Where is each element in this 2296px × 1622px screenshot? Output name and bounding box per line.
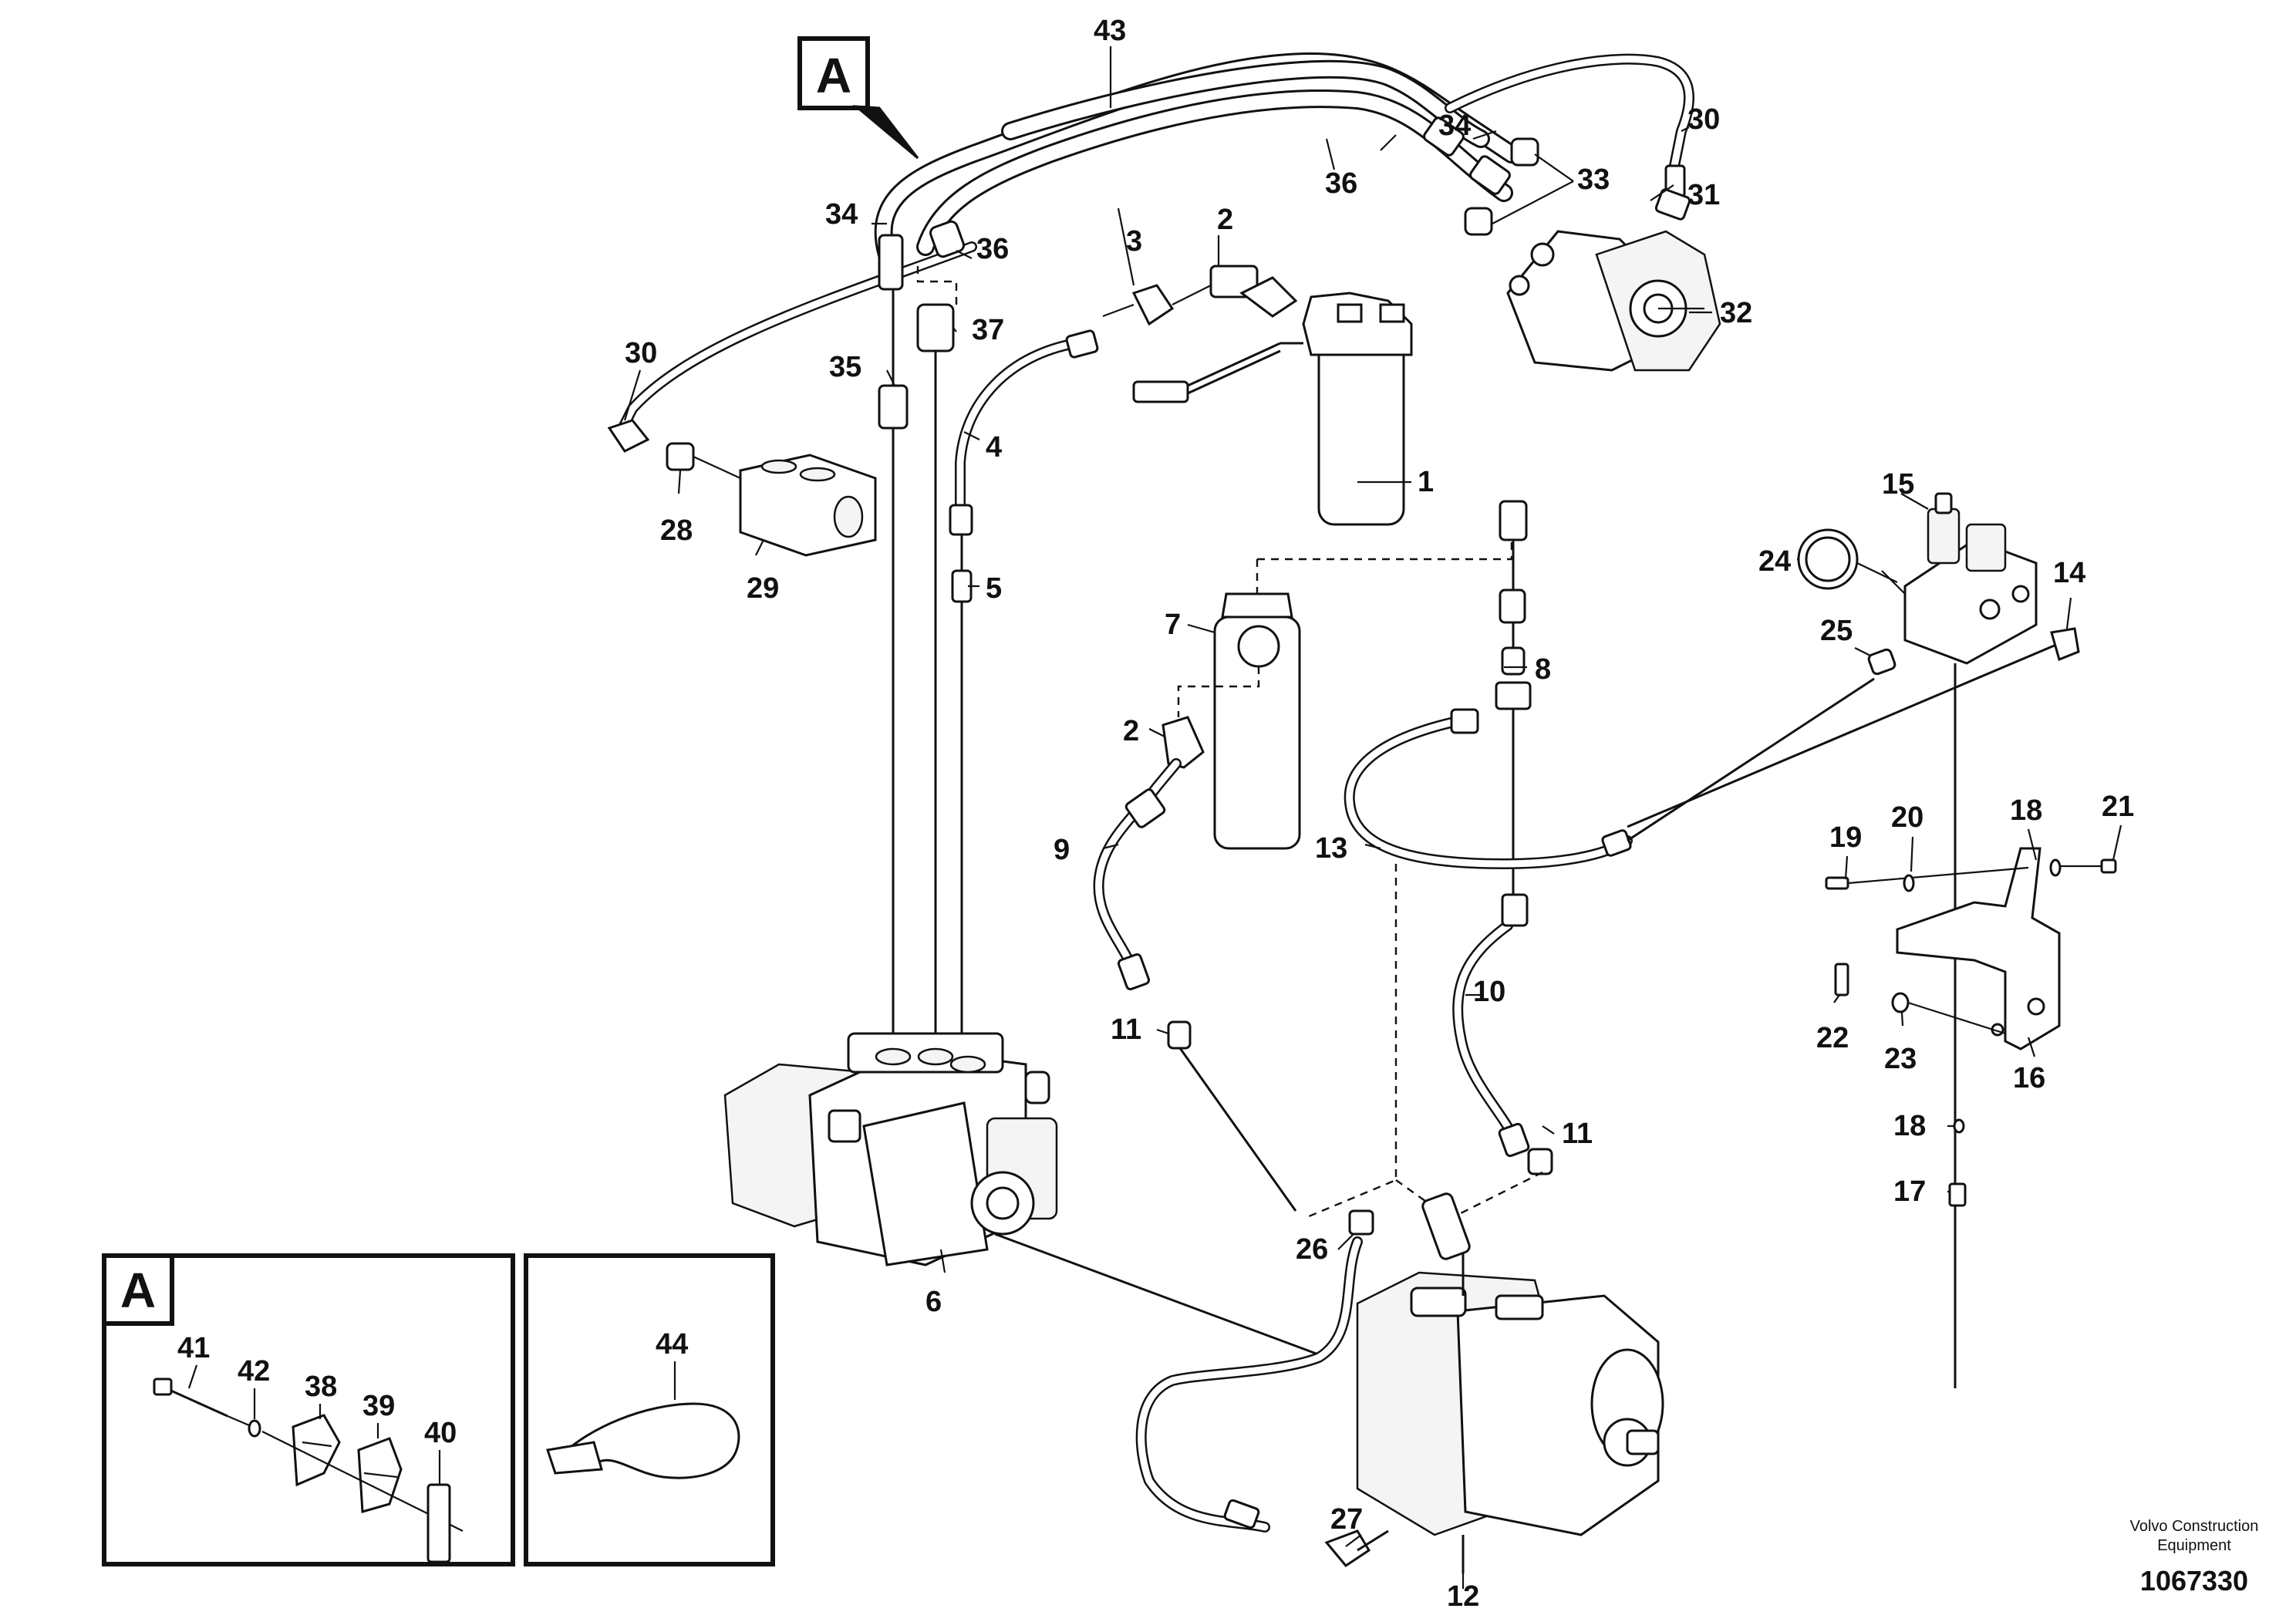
hose-13 xyxy=(1344,639,2068,869)
block-29 xyxy=(607,419,877,557)
brand-line-2: Equipment xyxy=(2157,1537,2231,1554)
callout-6: 6 xyxy=(925,1286,942,1318)
callout-5: 5 xyxy=(986,572,1002,605)
callout-18-top: 18 xyxy=(2010,794,2042,827)
callout-42: 42 xyxy=(238,1355,270,1388)
bundle-fittings xyxy=(878,116,1691,291)
callout-30-left: 30 xyxy=(625,337,657,369)
testport-8 xyxy=(1495,500,1532,895)
callout-44: 44 xyxy=(656,1328,688,1361)
callout-21: 21 xyxy=(2102,791,2134,823)
callout-4: 4 xyxy=(986,431,1002,464)
callout-26: 26 xyxy=(1296,1233,1328,1266)
callout-3: 3 xyxy=(1126,225,1142,258)
bracket-16 xyxy=(1825,847,2117,1207)
callout-22: 22 xyxy=(1816,1022,1849,1054)
callout-11-left: 11 xyxy=(1111,1013,1141,1046)
callout-28: 28 xyxy=(660,514,693,547)
callout-38: 38 xyxy=(305,1371,337,1403)
callout-39: 39 xyxy=(362,1390,395,1422)
hose-bundle-top xyxy=(615,52,1694,437)
brand-line-1: Volvo Construction xyxy=(2130,1518,2259,1535)
pump-12 xyxy=(1356,1192,1664,1573)
callout-35: 35 xyxy=(829,351,861,383)
document-number: 1067330 xyxy=(2140,1565,2248,1597)
callout-33: 33 xyxy=(1577,164,1610,196)
callout-23: 23 xyxy=(1884,1043,1917,1075)
callout-9: 9 xyxy=(1054,834,1070,866)
callout-30-right: 30 xyxy=(1687,103,1720,136)
callout-29: 29 xyxy=(747,572,779,605)
callout-2-top: 2 xyxy=(1217,204,1233,236)
valve-15 xyxy=(1797,492,2080,1388)
callout-10: 10 xyxy=(1473,976,1505,1008)
callout-17: 17 xyxy=(1893,1175,1926,1208)
filter-fitting-2-3 xyxy=(1102,265,1298,326)
callout-40: 40 xyxy=(424,1417,457,1449)
callout-25: 25 xyxy=(1820,615,1853,647)
callout-7: 7 xyxy=(1165,609,1181,641)
callout-41: 41 xyxy=(177,1332,210,1364)
filter-1 xyxy=(1132,292,1413,526)
callout-36-right: 36 xyxy=(1325,167,1357,200)
callout-16: 16 xyxy=(2013,1062,2045,1094)
callout-14: 14 xyxy=(2053,557,2085,589)
callout-19: 19 xyxy=(1829,821,1862,854)
callout-20: 20 xyxy=(1891,801,1923,834)
accumulator-7 xyxy=(1177,540,1513,850)
detail-box-cable-tie xyxy=(524,1253,775,1566)
pump-32 xyxy=(1506,230,1721,372)
callout-15: 15 xyxy=(1882,468,1914,501)
callout-36-left: 36 xyxy=(976,233,1009,265)
callout-34-right: 34 xyxy=(1438,110,1471,142)
callout-43: 43 xyxy=(1094,15,1126,47)
callout-27: 27 xyxy=(1330,1503,1363,1536)
callout-13: 13 xyxy=(1315,832,1347,865)
callout-labels: 1 2 2 3 4 5 6 7 8 9 10 11 11 12 13 14 15… xyxy=(177,15,2134,1613)
detail-marker-top: A xyxy=(797,36,919,160)
detail-marker-top-letter: A xyxy=(816,48,851,103)
callout-2-mid: 2 xyxy=(1123,715,1139,747)
callout-8: 8 xyxy=(1535,653,1551,686)
dashed-links xyxy=(994,864,1543,1359)
hose-10 xyxy=(1452,893,1553,1175)
detail-box-a: A xyxy=(102,1253,515,1566)
callout-11-right: 11 xyxy=(1562,1118,1593,1150)
callout-37: 37 xyxy=(972,314,1004,346)
callout-34-left: 34 xyxy=(825,198,858,231)
detail-box-a-letter: A xyxy=(120,1263,156,1318)
pump-6 xyxy=(723,1032,1058,1266)
footer: Volvo Construction Equipment 1067330 xyxy=(2130,1518,2259,1597)
callout-32: 32 xyxy=(1720,297,1752,329)
callout-31: 31 xyxy=(1687,179,1720,211)
hose-26-27 xyxy=(1135,1209,1389,1567)
vertical-lines-35-37 xyxy=(878,266,958,1057)
hose-4 xyxy=(949,329,1099,1049)
leader-lines xyxy=(623,46,2122,1589)
callout-18-bottom: 18 xyxy=(1893,1110,1926,1142)
hose-9 xyxy=(1093,716,1297,1212)
callout-1: 1 xyxy=(1418,466,1434,498)
callout-12: 12 xyxy=(1447,1580,1479,1613)
callout-24: 24 xyxy=(1758,545,1791,578)
